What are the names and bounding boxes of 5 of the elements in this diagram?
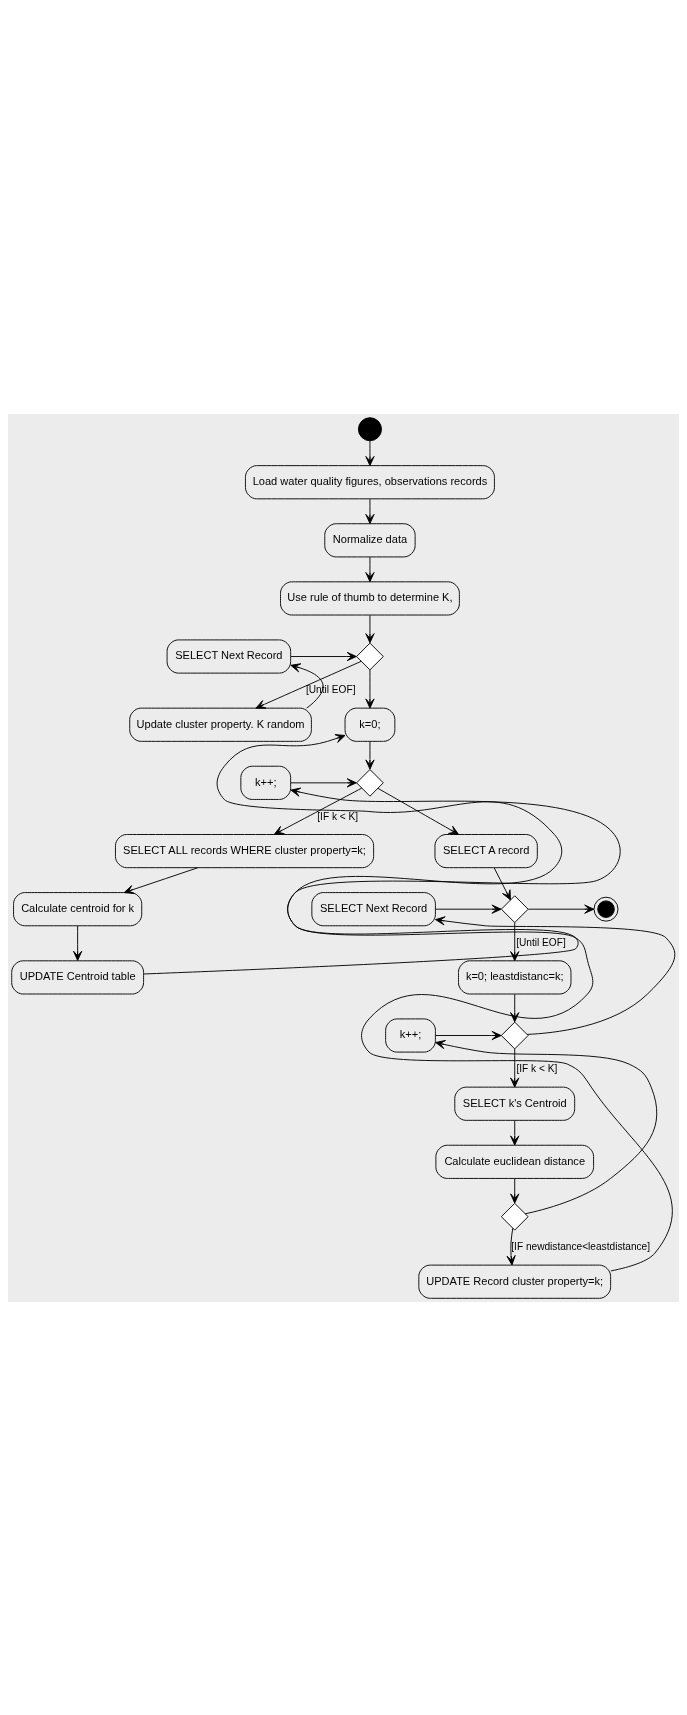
edge-label: [Until EOF] — [306, 683, 356, 695]
edge-label: [Until EOF] — [516, 936, 566, 948]
edge-label: [IF k < K] — [317, 810, 359, 822]
edge-label: [IF newdistance<leastdistance] — [511, 1240, 651, 1252]
edge-label: [IF k < K] — [516, 1062, 558, 1074]
